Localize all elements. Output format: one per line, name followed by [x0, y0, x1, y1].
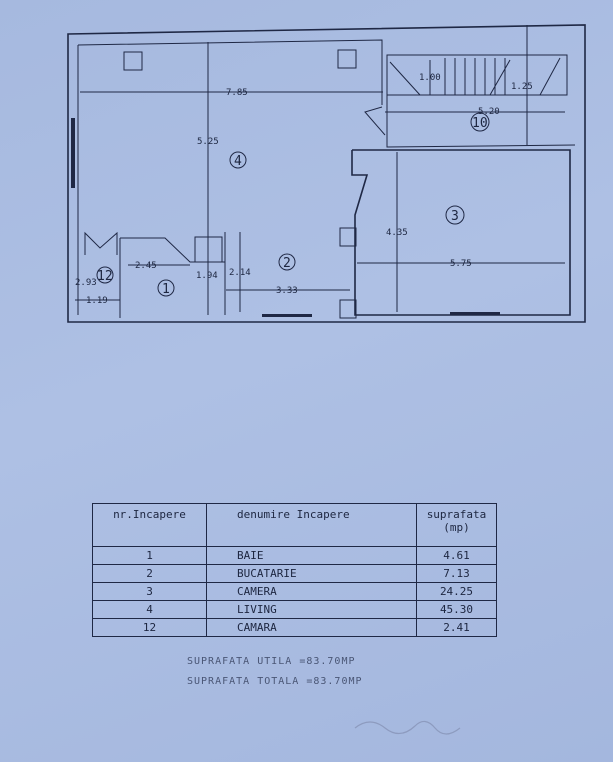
window-room3	[450, 312, 500, 315]
cell: 4.61	[416, 546, 497, 565]
cell: 12	[92, 618, 207, 637]
pillar	[123, 51, 143, 71]
usable-area-total: SUPRAFATA UTILA =83.70MP	[187, 656, 356, 667]
door-swing	[364, 106, 386, 136]
room-1: 1	[162, 282, 170, 297]
room3-wall	[351, 149, 571, 316]
dim-1-19: 1.19	[86, 296, 108, 306]
outer-wall	[67, 24, 586, 323]
cell: 7.13	[416, 564, 497, 583]
dim-7-85: 7.85	[226, 88, 248, 98]
room-2: 2	[283, 256, 291, 271]
pillar	[339, 227, 357, 247]
inner-wall-living	[77, 39, 383, 105]
room-3: 3	[451, 209, 459, 224]
dim-3-33: 3.33	[276, 286, 298, 296]
dim-2-45: 2.45	[135, 261, 157, 271]
cell: BUCATARIE	[206, 564, 417, 583]
room-12: 12	[97, 269, 113, 284]
pantry-door	[84, 231, 118, 255]
cell: CAMARA	[206, 618, 417, 637]
bath-wall-top	[120, 237, 225, 263]
dim-5-25: 5.25	[197, 137, 219, 147]
dim-5-75: 5.75	[450, 259, 472, 269]
cell: 2	[92, 564, 207, 583]
signature	[354, 720, 461, 735]
room-4: 4	[234, 154, 242, 169]
dim-4-35: 4.35	[386, 228, 408, 238]
rooms-table: nr.Incapere denumire Incapere suprafata …	[92, 503, 497, 637]
room-10: 10	[472, 116, 488, 131]
dim-1-94: 1.94	[196, 271, 218, 281]
cell: 4	[92, 600, 207, 619]
cell: 2.41	[416, 618, 497, 637]
pillar	[339, 299, 357, 319]
window-kitchen	[262, 314, 312, 317]
cell: 1	[92, 546, 207, 565]
dim-1-25: 1.25	[511, 82, 533, 92]
dimension-lines	[75, 42, 565, 315]
dim-2-14: 2.14	[229, 268, 251, 278]
cell: 45.30	[416, 600, 497, 619]
header-room-name: denumire Incapere	[206, 503, 417, 547]
header-room-number: nr.Incapere	[92, 503, 207, 547]
cell: 3	[92, 582, 207, 601]
dim-5-20: 5.20	[478, 107, 500, 117]
total-area: SUPRAFATA TOTALA =83.70MP	[187, 676, 363, 687]
cell: LIVING	[206, 600, 417, 619]
pillar	[337, 49, 357, 69]
dim-2-93: 2.93	[75, 278, 97, 288]
cell: CAMERA	[206, 582, 417, 601]
dim-1-00: 1.00	[419, 73, 441, 83]
header-area: suprafata (mp)	[416, 503, 497, 547]
window-left	[71, 118, 75, 188]
stair-treads	[389, 57, 561, 96]
room-labels: 4 2 3 1 10 12	[96, 112, 490, 297]
cell: 24.25	[416, 582, 497, 601]
cell: BAIE	[206, 546, 417, 565]
stairs	[386, 54, 568, 96]
table-header: nr.Incapere denumire Incapere suprafata …	[92, 503, 497, 547]
